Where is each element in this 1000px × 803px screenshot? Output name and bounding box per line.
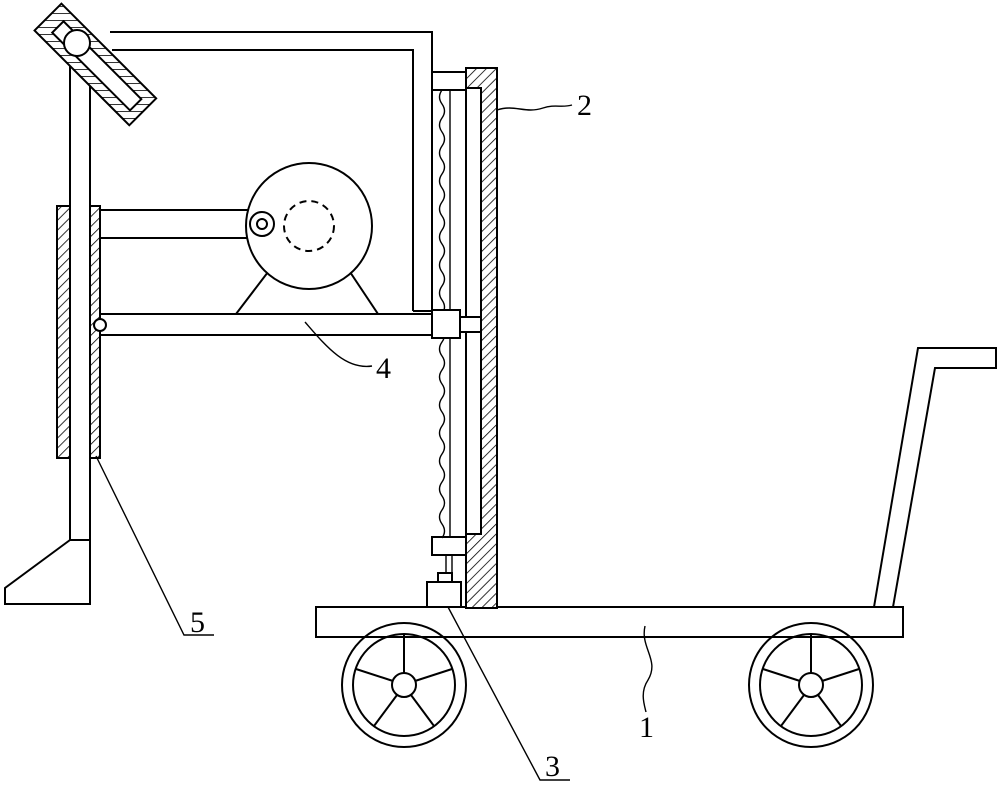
upper-link-arm (99, 209, 263, 239)
cart-handle (873, 347, 997, 608)
left-vertical-shaft (4, 43, 91, 605)
eccentric-wheel (233, 162, 380, 315)
cart-platform (315, 606, 904, 638)
tilted-housing (33, 2, 158, 127)
label-cart: 1 (639, 711, 654, 744)
label-sleeve: 5 (190, 606, 205, 639)
slider-block (431, 309, 482, 339)
label-column: 2 (577, 89, 592, 122)
base-motor (426, 572, 462, 608)
horizontal-arm (99, 313, 433, 336)
label-motor-base: 3 (545, 750, 560, 783)
leader-lines (95, 104, 653, 781)
label-arm: 4 (376, 352, 391, 385)
top-frame (110, 31, 433, 312)
right-wheel (748, 622, 874, 748)
vertical-column (465, 67, 498, 609)
hatched-sleeve (56, 205, 107, 459)
left-wheel (341, 622, 467, 748)
